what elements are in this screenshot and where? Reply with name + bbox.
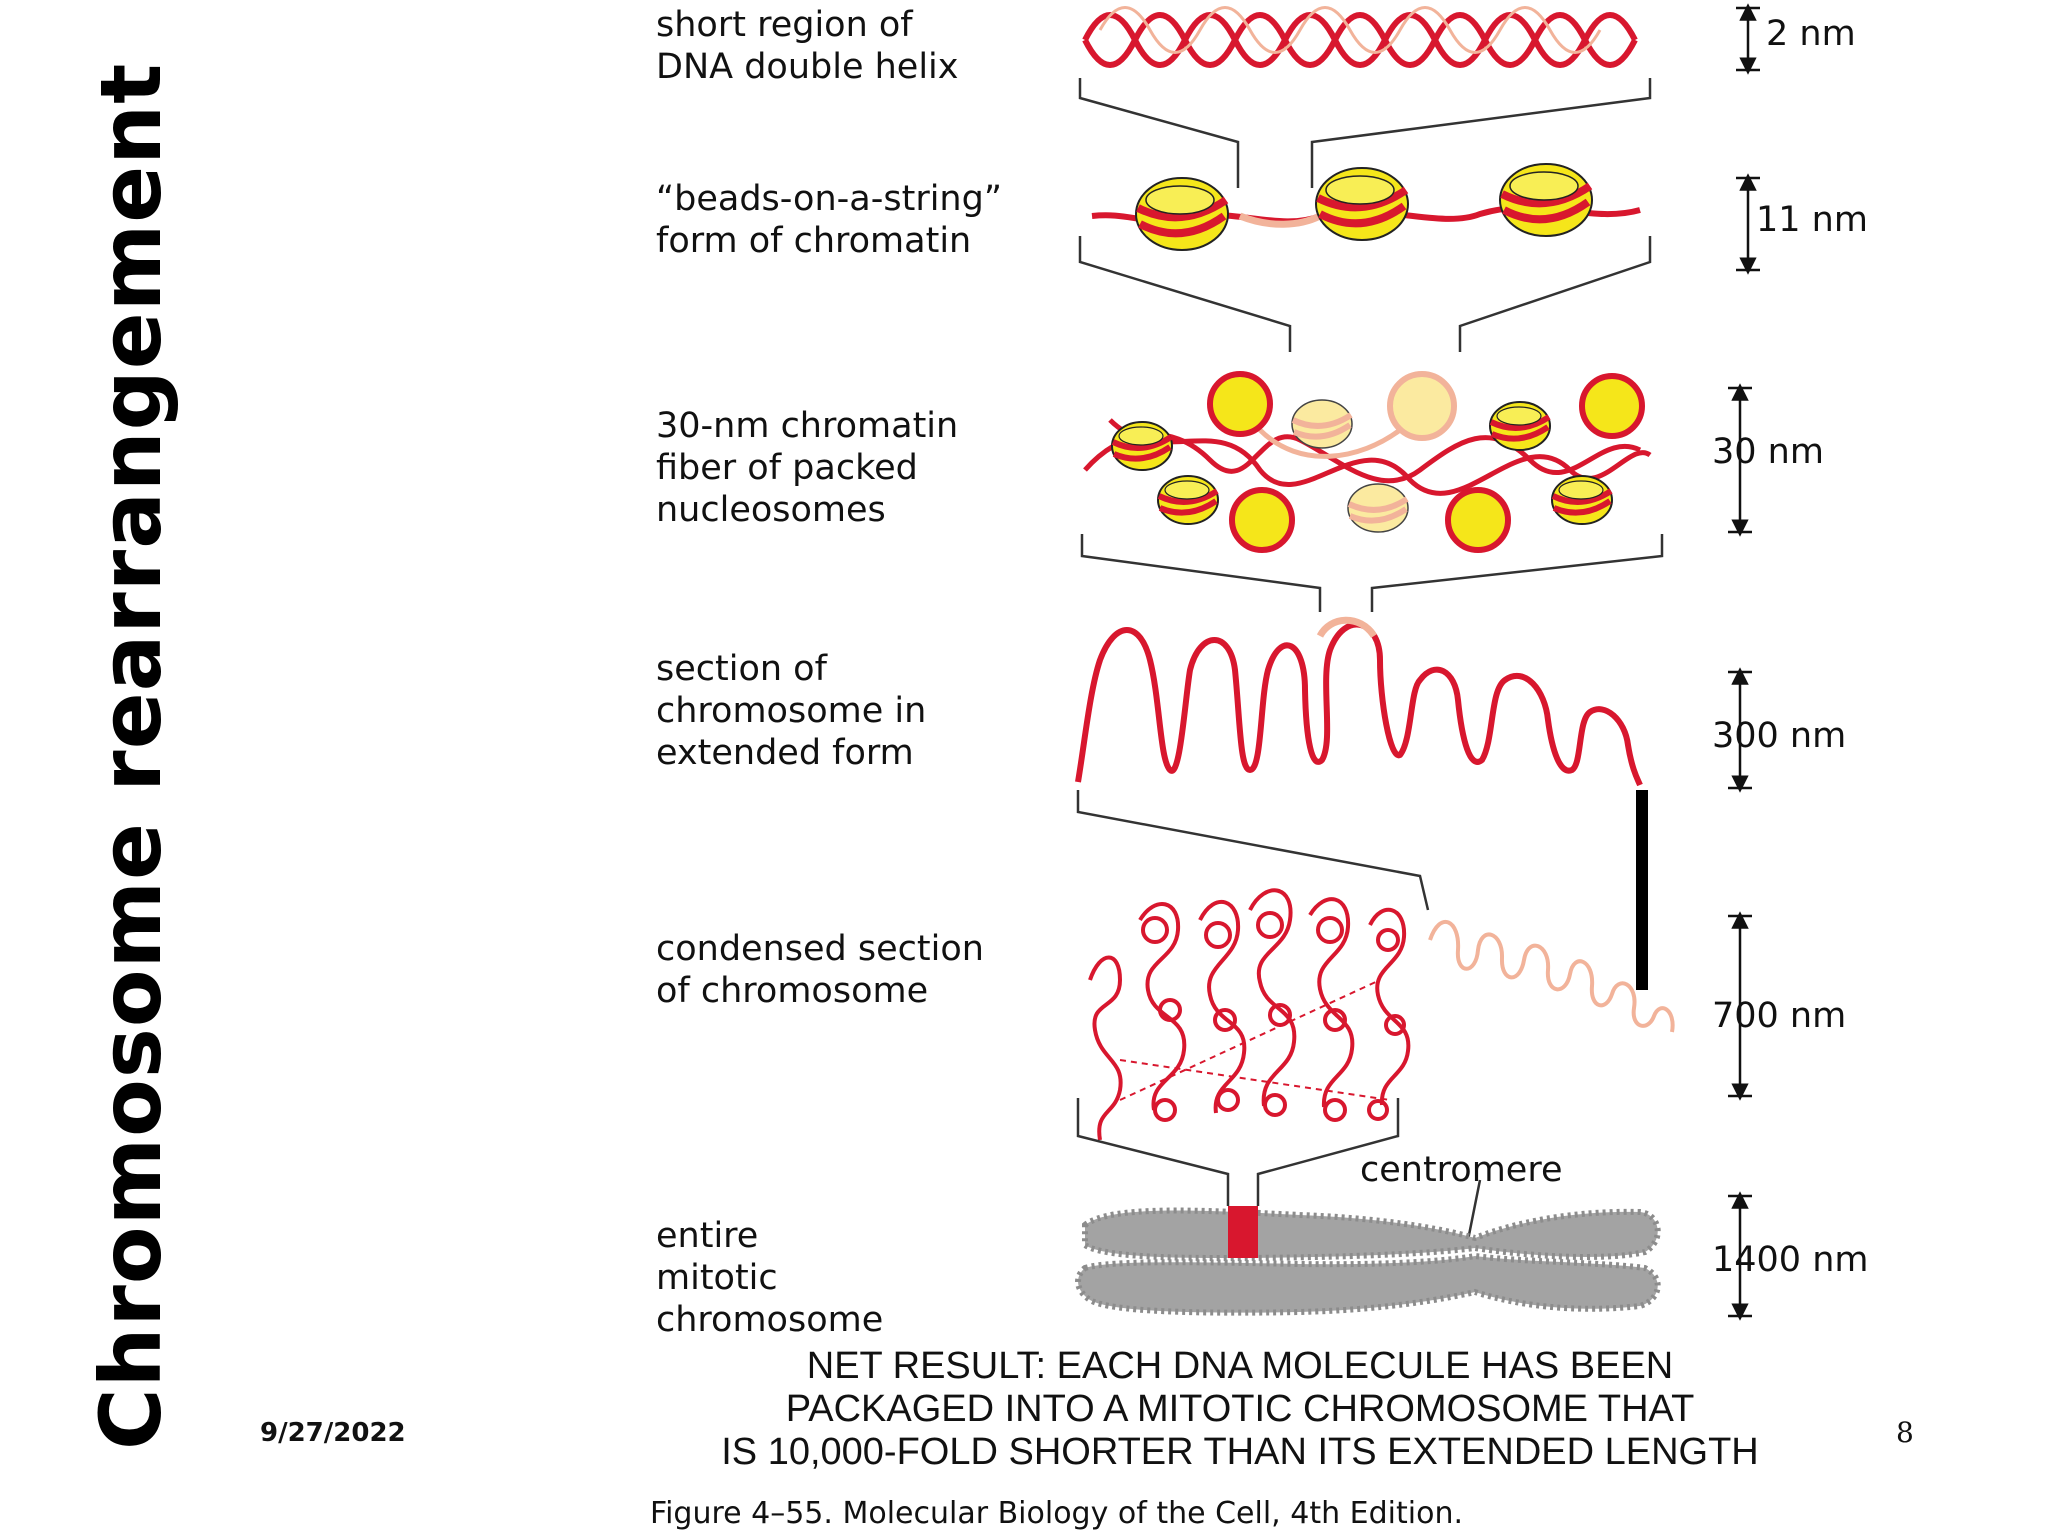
30nm-fiber	[1083, 371, 1652, 553]
net-result-statement: NET RESULT: EACH DNA MOLECULE HAS BEEN P…	[721, 1345, 1759, 1473]
size-30nm: 30 nm	[1712, 432, 1824, 472]
connector-3-4	[1080, 534, 1664, 612]
page-number: 8	[1896, 1416, 1914, 1449]
mitotic-chromosome	[1075, 1206, 1661, 1316]
label-extended-chromosome: section of chromosome in extended form	[656, 649, 927, 773]
dna-double-helix	[1082, 6, 1638, 68]
label-dna-double-helix: short region of DNA double helix	[656, 5, 959, 87]
dimension-arrows	[1728, 3, 1760, 1321]
label-mitotic-chromosome: entire mitotic chromosome	[656, 1216, 884, 1340]
scale-bar	[1636, 790, 1648, 990]
label-30nm-fiber: 30-nm chromatin fiber of packed nucleoso…	[656, 406, 959, 530]
highlighted-section	[1228, 1206, 1258, 1258]
extended-chromosome-loops	[1075, 616, 1643, 787]
connector-2-3	[1078, 236, 1652, 352]
centromere-label: centromere	[1360, 1150, 1563, 1190]
connector-4-5	[1076, 790, 1430, 911]
label-condensed-section: condensed section of chromosome	[656, 929, 984, 1011]
label-beads-on-a-string: “beads-on-a-string” form of chromatin	[656, 179, 1002, 261]
size-11nm: 11 nm	[1756, 200, 1868, 240]
condensed-section	[1088, 888, 1675, 1141]
beads-on-a-string	[1091, 164, 1641, 250]
figure-caption: Figure 4–55. Molecular Biology of the Ce…	[650, 1496, 1463, 1531]
size-2nm: 2 nm	[1766, 14, 1856, 54]
connector-5-6	[1076, 1098, 1482, 1241]
connector-1-2	[1078, 78, 1652, 188]
slide-date: 9/27/2022	[260, 1418, 406, 1448]
